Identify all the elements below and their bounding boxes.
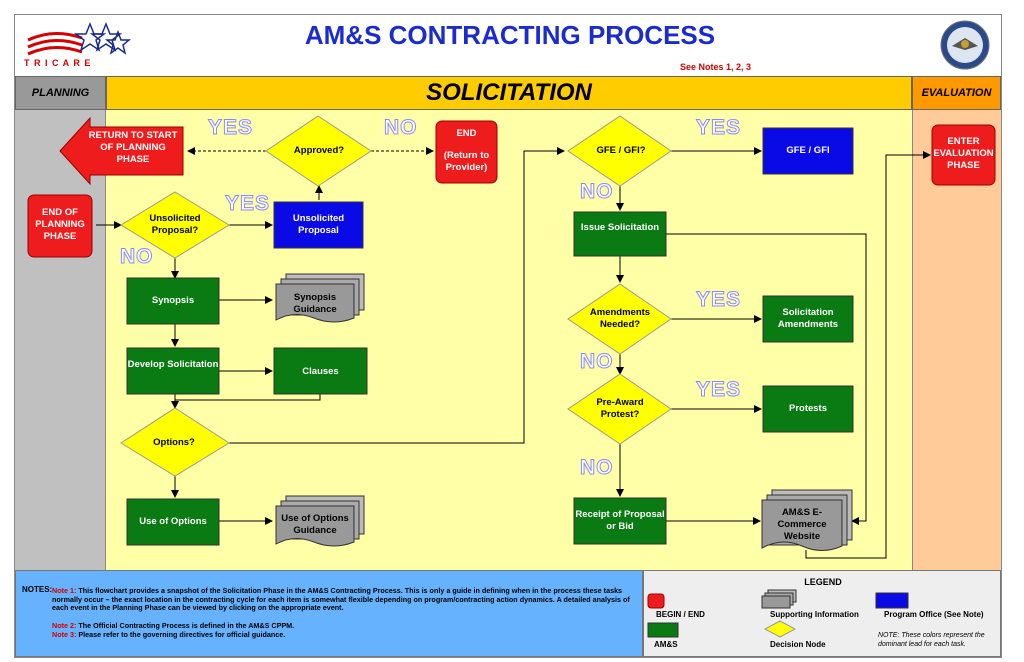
options-diamond: [120, 407, 230, 477]
evaluation-column: [912, 110, 1001, 570]
unsolicited-proposal-label[interactable]: Unsolicited Proposal: [292, 213, 345, 236]
note-3-text: Please refer to the governing directives…: [78, 630, 286, 639]
legend-program-office-label: Program Office (See Note): [884, 610, 984, 619]
use-of-options-guidance-label[interactable]: Use of Options Guidance: [281, 513, 349, 536]
note-2-key: Note 2:: [52, 621, 77, 630]
synopsis-label[interactable]: Synopsis: [151, 295, 195, 306]
legend-ams-label: AM&S: [654, 640, 678, 649]
legend-note: NOTE: These colors represent the dominan…: [878, 632, 985, 648]
legend-begin-end-label: BEGIN / END: [656, 610, 705, 619]
no-label-approved: NO: [384, 116, 418, 140]
legend-supporting-swatch: [761, 589, 797, 609]
notes-heading: NOTES:: [22, 585, 53, 594]
approved-diamond: [265, 115, 372, 187]
unsolicited-proposal-box: [273, 201, 364, 249]
gfe-diamond: [567, 115, 672, 187]
evaluation-header: EVALUATION: [912, 76, 1001, 110]
amendments-diamond: [567, 283, 672, 355]
no-label-protest: NO: [580, 456, 614, 480]
tricare-logo: T R I C A R E: [24, 18, 134, 70]
develop-solicitation-box: [126, 347, 220, 395]
protests-box: [762, 385, 854, 433]
edge-options-gfe: [229, 147, 565, 444]
end-return-sub: (Return to Provider): [443, 150, 490, 173]
gfe-box: [762, 127, 854, 175]
receipt-box: [573, 497, 667, 545]
solicitation-amendments-label[interactable]: Solicitation Amendments: [777, 307, 839, 330]
note-1-text: This flowchart provides a snapshot of th…: [52, 586, 630, 613]
note-1: Note 1: This flowchart provides a snapsh…: [52, 586, 637, 613]
legend-swatches: [647, 589, 909, 638]
legend-begin-end-swatch: [647, 593, 665, 609]
return-to-start-arrow: [59, 116, 184, 186]
tricare-wordmark: T R I C A R E: [24, 58, 92, 68]
dod-seal-icon: [940, 20, 990, 70]
note-2-text: The Official Contracting Process is defi…: [78, 621, 295, 630]
see-notes-link[interactable]: See Notes 1, 2, 3: [680, 62, 752, 72]
note-1-key: Note 1:: [52, 586, 77, 595]
yes-label-approved: YES: [207, 116, 254, 140]
preaward-diamond: [567, 373, 672, 445]
legend-decision-swatch: [763, 620, 797, 638]
legend-ams-swatch: [647, 622, 679, 638]
issue-solicitation-label[interactable]: Issue Solicitation: [580, 222, 660, 233]
no-label-unsolicited: NO: [120, 245, 154, 269]
note-3: Note 3: Please refer to the governing di…: [52, 630, 637, 640]
no-label-amendments: NO: [580, 350, 614, 374]
edge-issue-ecommerce: [666, 233, 867, 525]
options-q-label[interactable]: Options?: [153, 437, 195, 448]
yes-label-amendments: YES: [695, 288, 742, 312]
synopsis-box: [126, 277, 220, 325]
edge-to-evaluation: [805, 151, 931, 559]
return-to-start-label[interactable]: RETURN TO START OF PLANNING PHASE: [88, 130, 178, 165]
clauses-label[interactable]: Clauses: [302, 366, 339, 377]
clauses-box: [273, 347, 368, 395]
use-of-options-label[interactable]: Use of Options: [139, 516, 207, 527]
end-return-label[interactable]: END (Return to Provider): [436, 128, 497, 174]
synopsis-guidance-doc: [275, 273, 365, 323]
note-2: Note 2: The Official Contracting Process…: [52, 621, 637, 631]
legend-panel: LEGEND BEGIN / END Supporting Informatio…: [643, 570, 1001, 657]
legend-program-office-swatch: [875, 592, 909, 609]
end-return-box: [435, 120, 498, 184]
solicitation-amendments-box: [762, 295, 854, 343]
planning-header: PLANNING: [15, 76, 106, 110]
edge-clauses-options: [175, 394, 321, 401]
note-3-key: Note 3:: [52, 630, 77, 639]
notes-panel: NOTES: Note 1: This flowchart provides a…: [15, 570, 643, 657]
develop-solicitation-label[interactable]: Develop Solicitation: [127, 359, 219, 370]
unsolicited-q-label[interactable]: Unsolicited Proposal?: [149, 213, 201, 236]
gfe-q-label[interactable]: GFE / GFI?: [596, 145, 646, 156]
protests-label[interactable]: Protests: [788, 403, 827, 414]
unsolicited-diamond: [120, 191, 230, 259]
use-of-options-guidance-doc: [275, 495, 365, 547]
yes-label-protest: YES: [695, 378, 742, 402]
end-of-planning-box: [27, 194, 93, 258]
no-label-gfe: NO: [580, 180, 614, 204]
ecommerce-label[interactable]: AM&S E-Commerce Website: [777, 507, 827, 542]
legend-title: LEGEND: [804, 577, 842, 587]
receipt-label[interactable]: Receipt of Proposal or Bid: [575, 509, 665, 532]
preaward-q-label[interactable]: Pre-Award Protest?: [596, 397, 644, 420]
synopsis-guidance-label[interactable]: Synopsis Guidance: [293, 292, 337, 315]
legend-supporting-label: Supporting Information: [770, 610, 859, 619]
yes-label-unsolicited: YES: [224, 192, 271, 216]
legend-decision-label: Decision Node: [770, 640, 826, 649]
gfe-label[interactable]: GFE / GFI: [786, 145, 830, 156]
yes-label-gfe: YES: [695, 116, 742, 140]
end-return-title: END: [456, 128, 477, 139]
page-title: AM&S CONTRACTING PROCESS: [304, 20, 716, 50]
ecommerce-doc: [761, 489, 853, 551]
enter-eval-label[interactable]: ENTER EVALUATION PHASE: [933, 136, 994, 171]
approved-label[interactable]: Approved?: [293, 145, 345, 156]
issue-solicitation-box: [573, 211, 667, 257]
use-of-options-box: [126, 498, 220, 546]
planning-column: [15, 110, 106, 570]
enter-eval-box: [931, 124, 996, 186]
end-of-planning-label[interactable]: END OF PLANNING PHASE: [35, 207, 85, 242]
amendments-q-label[interactable]: Amendments Needed?: [589, 307, 651, 330]
solicitation-header: SOLICITATION: [106, 76, 912, 110]
